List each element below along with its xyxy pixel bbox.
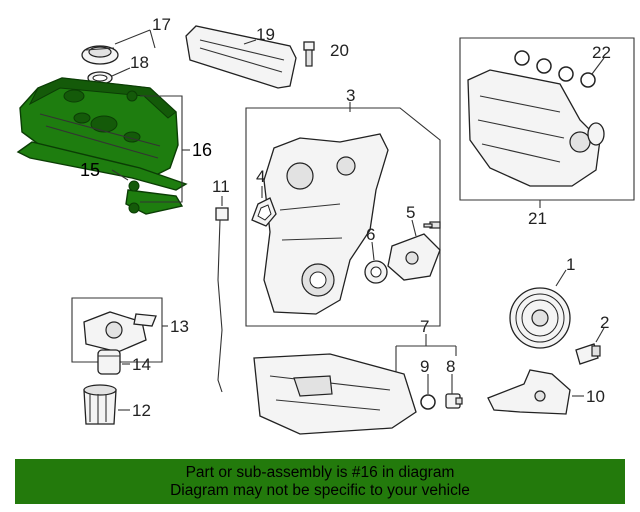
callout-6: 6 bbox=[366, 225, 375, 244]
callout-3: 3 bbox=[346, 86, 355, 105]
callout-21: 21 bbox=[528, 209, 547, 228]
callout-4: 4 bbox=[256, 167, 265, 186]
callout-16: 16 bbox=[192, 140, 212, 160]
drain-bolt[interactable] bbox=[445, 393, 463, 409]
callout-7: 7 bbox=[420, 317, 429, 336]
engine-bracket[interactable] bbox=[487, 369, 571, 415]
cover-bolt[interactable] bbox=[303, 41, 315, 67]
callout-2: 2 bbox=[600, 313, 609, 332]
callout-10: 10 bbox=[586, 387, 605, 406]
intake-manifold[interactable] bbox=[467, 69, 605, 187]
crank-pulley[interactable] bbox=[509, 287, 571, 349]
banner-line-1: Part or sub-assembly is #16 in diagram bbox=[185, 463, 455, 481]
engine-cover-plate[interactable] bbox=[185, 25, 297, 89]
callout-15: 15 bbox=[80, 160, 100, 180]
oil-pump-housing[interactable] bbox=[83, 311, 157, 353]
oil-filler-cap[interactable] bbox=[81, 45, 119, 65]
tensioner-cover[interactable] bbox=[387, 233, 441, 281]
callout-13: 13 bbox=[170, 317, 189, 336]
manifold-gaskets[interactable] bbox=[514, 50, 596, 88]
timing-cover-gasket[interactable] bbox=[251, 197, 277, 227]
callout-12: 12 bbox=[132, 401, 151, 420]
callout-20: 20 bbox=[330, 41, 349, 60]
callout-8: 8 bbox=[446, 357, 455, 376]
callout-22: 22 bbox=[592, 43, 611, 62]
callout-9: 9 bbox=[420, 357, 429, 376]
callout-1: 1 bbox=[566, 255, 575, 274]
tensioner-bolt[interactable] bbox=[423, 221, 441, 229]
callout-11: 11 bbox=[212, 177, 230, 196]
drain-washer[interactable] bbox=[420, 394, 436, 410]
timing-chain-cover[interactable] bbox=[263, 133, 389, 315]
crank-oil-seal[interactable] bbox=[364, 260, 388, 284]
callout-18: 18 bbox=[130, 53, 149, 72]
parts-diagram: 1 2 3 4 5 6 7 8 9 10 11 12 13 14 15 16 1… bbox=[16, 15, 635, 435]
info-banner: Part or sub-assembly is #16 in diagram D… bbox=[15, 459, 625, 504]
callout-19: 19 bbox=[256, 25, 275, 44]
oil-strainer[interactable] bbox=[97, 349, 121, 375]
callout-14: 14 bbox=[132, 355, 151, 374]
callout-17: 17 bbox=[152, 15, 171, 34]
oil-filter[interactable] bbox=[83, 384, 117, 425]
oil-dipstick[interactable] bbox=[215, 207, 229, 393]
callout-5: 5 bbox=[406, 203, 415, 222]
banner-line-2: Diagram may not be specific to your vehi… bbox=[170, 481, 470, 499]
oil-pan[interactable] bbox=[253, 353, 417, 435]
pulley-bolt[interactable] bbox=[575, 343, 601, 365]
